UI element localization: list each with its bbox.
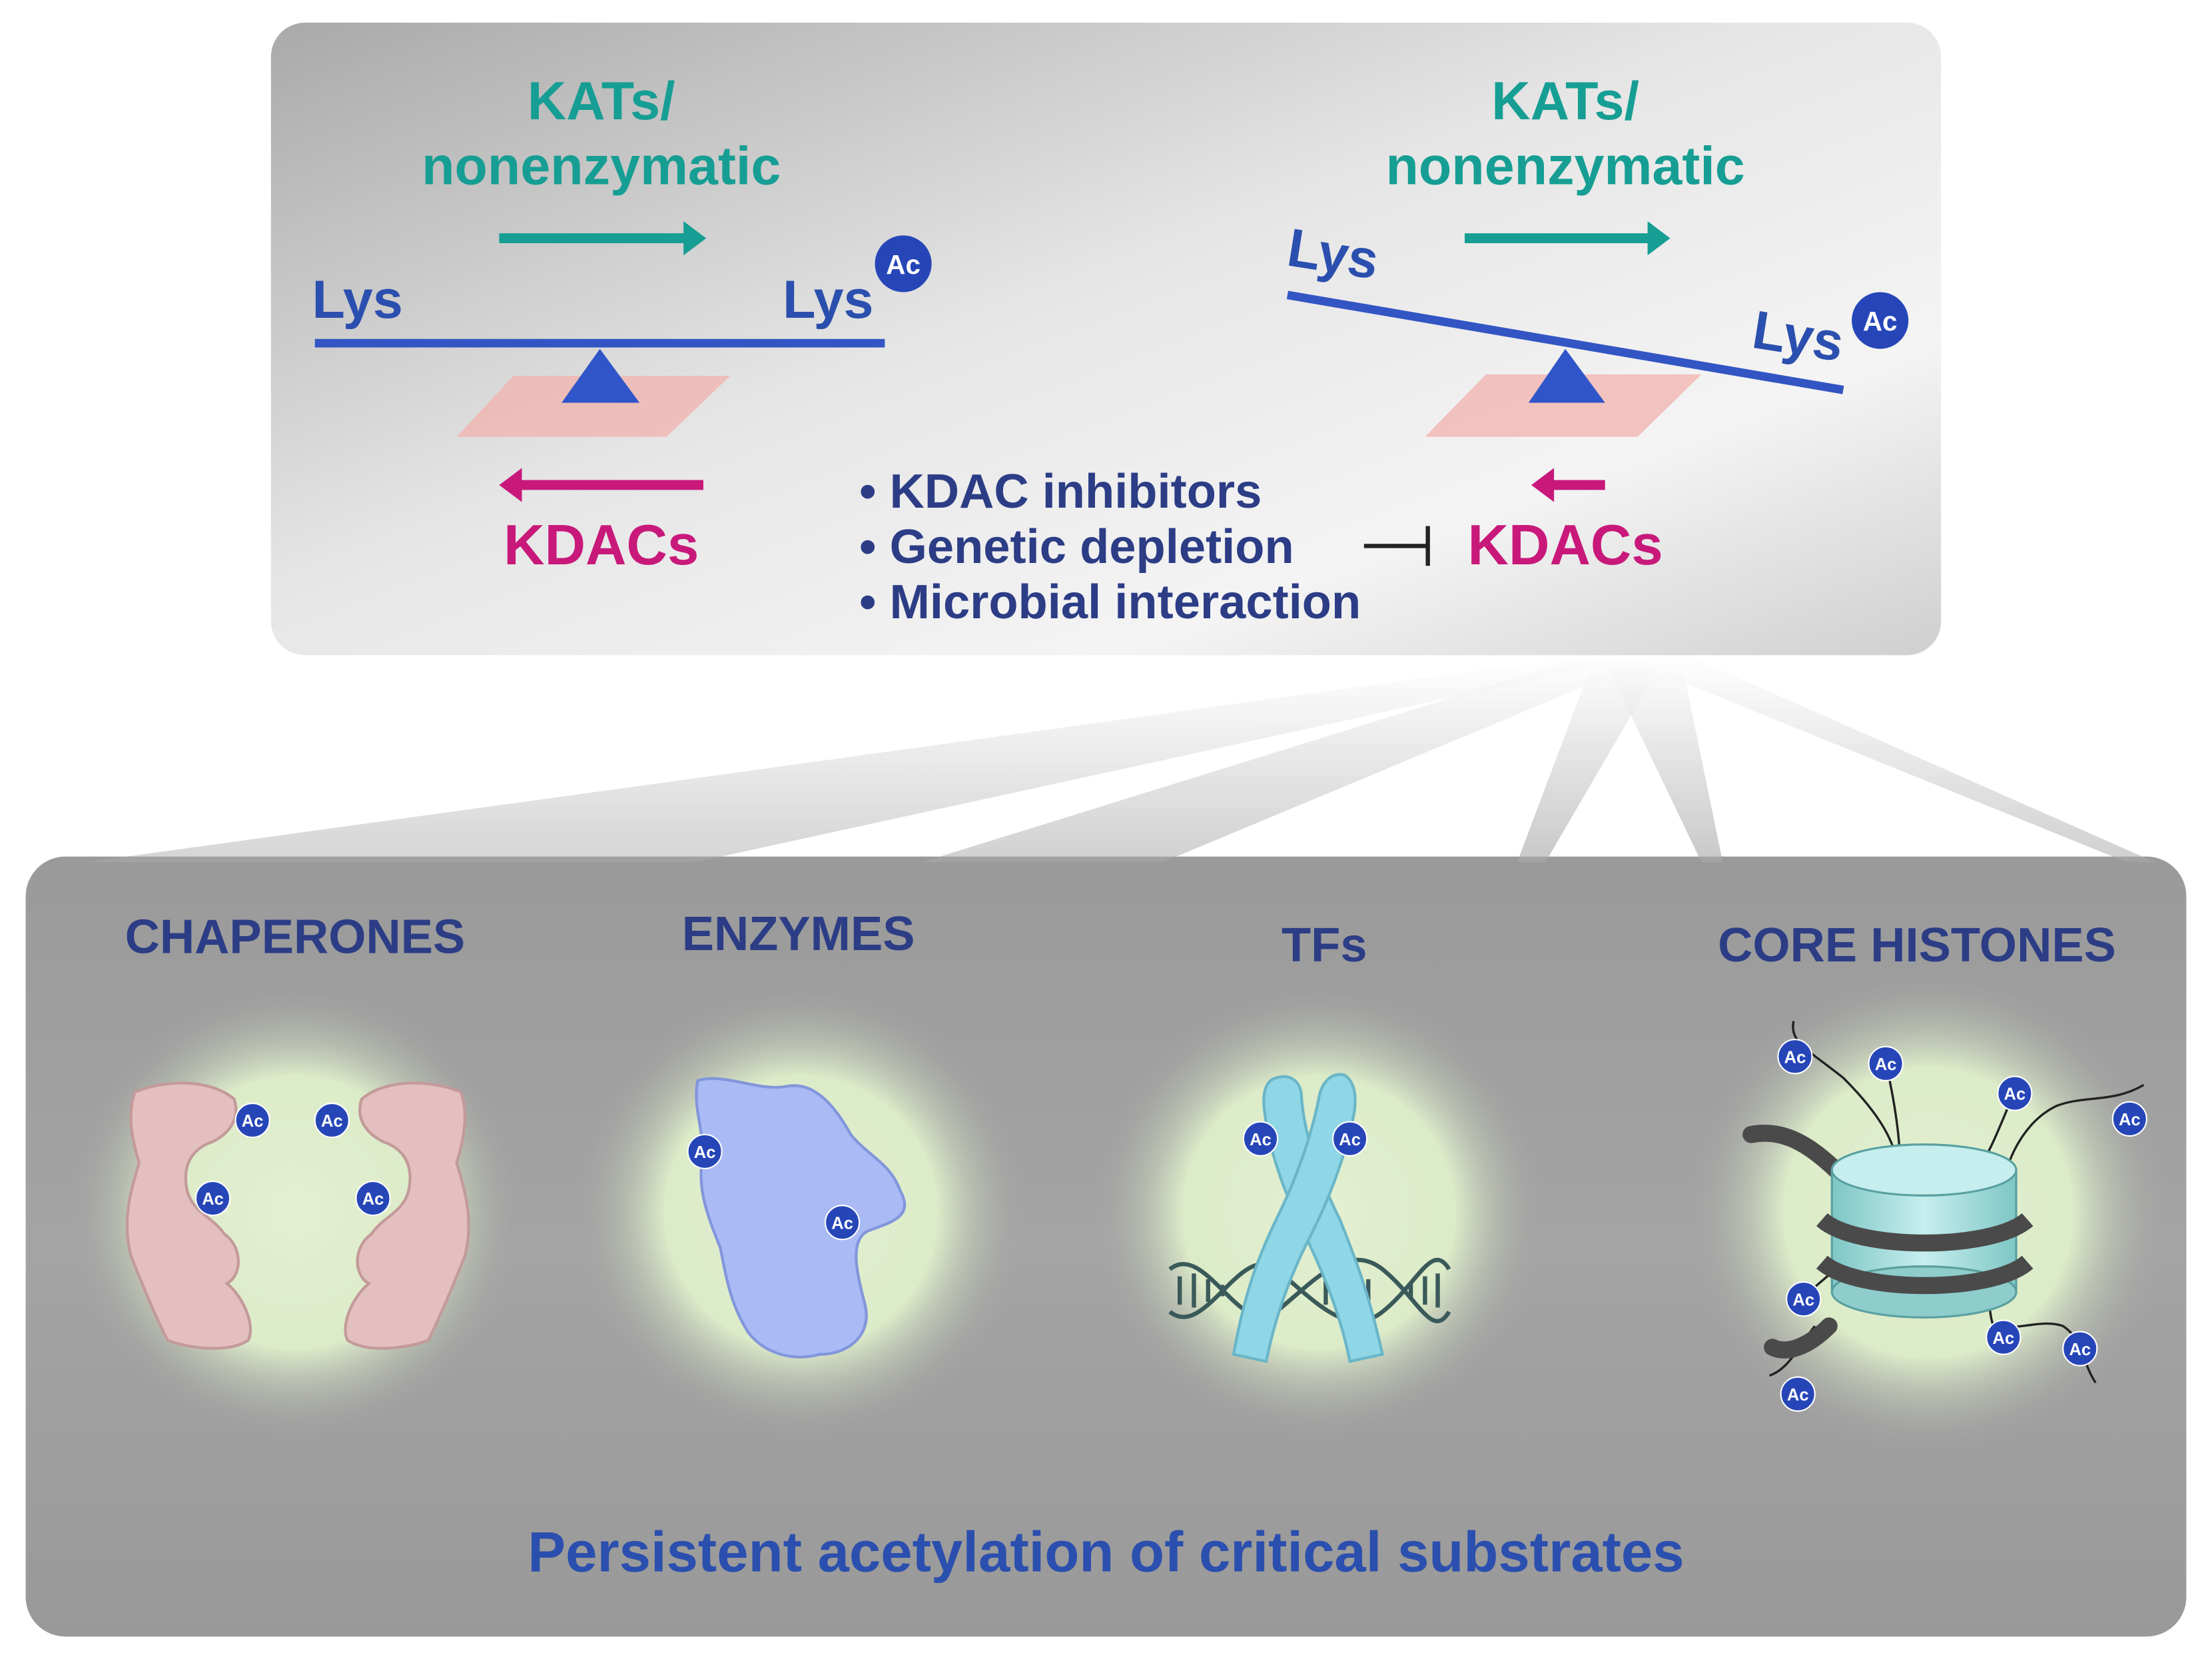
right-forward-arrowhead	[1647, 221, 1670, 256]
right-ac-badge	[1852, 292, 1909, 349]
right-nonenzymatic-label: nonenzymatic	[1386, 137, 1745, 197]
left-kdacs-label: KDACs	[504, 514, 699, 577]
histone-ac-badge-text: Ac	[1787, 1386, 1809, 1404]
left-forward-arrowhead	[683, 221, 707, 256]
tf-ac-badge	[1332, 1121, 1368, 1157]
right-fulcrum	[1528, 348, 1605, 403]
chaperone-ac-badge	[355, 1181, 391, 1217]
chaperone-icon	[125, 1081, 470, 1350]
right-balance-shadow	[1425, 374, 1702, 437]
histone-ac-badge-text: Ac	[2119, 1111, 2141, 1129]
chaperone-ac-badge	[194, 1181, 231, 1217]
right-ac-badge-text: Ac	[1863, 306, 1898, 336]
left-lys-label: Lys	[312, 270, 403, 330]
chaperone-ac-badge-text: Ac	[202, 1190, 224, 1209]
chaperones-title: CHAPERONES	[125, 909, 466, 963]
enzyme-ac-badge-text: Ac	[831, 1214, 853, 1233]
chaperone-ac-badge-text: Ac	[321, 1112, 343, 1131]
histone-ac-badge-text: Ac	[2069, 1341, 2091, 1359]
bullet-genetic-depletion: • Genetic depletion	[859, 520, 1294, 574]
left-kats-label: KATs/	[528, 71, 675, 131]
histone-ac-badge	[2111, 1101, 2147, 1137]
left-balance-shadow	[456, 376, 731, 437]
chaperone-ac-badge-text: Ac	[242, 1112, 264, 1131]
histone-ac-badge	[1786, 1281, 1822, 1317]
right-reverse-arrowhead	[1531, 468, 1555, 502]
tf-ac-badge-text: Ac	[1339, 1131, 1361, 1149]
left-ac-badge	[875, 235, 932, 292]
chaperone-ac-badge	[314, 1102, 350, 1139]
enzymes-title: ENZYMES	[682, 907, 915, 961]
persistent-acetylation-caption: Persistent acetylation of critical subst…	[528, 1520, 1684, 1584]
light-rays	[85, 655, 2155, 863]
left-ac-badge-text: Ac	[886, 249, 921, 280]
left-reverse-arrowhead	[499, 468, 522, 502]
histone-ac-badge-text: Ac	[1875, 1055, 1897, 1074]
right-kdacs-label: KDACs	[1468, 514, 1663, 577]
histone-ac-badge	[2062, 1331, 2098, 1367]
enzyme-ac-badge	[824, 1205, 861, 1241]
left-lys-ac-label: Lys	[783, 270, 873, 330]
tf-ac-badge-text: Ac	[1250, 1131, 1272, 1149]
core-histones-title: CORE HISTONES	[1718, 918, 2116, 972]
top-panel	[270, 23, 1942, 656]
enzyme-ac-badge-text: Ac	[694, 1143, 716, 1162]
histone-ac-badge	[1780, 1376, 1816, 1412]
histone-ac-badge	[1777, 1039, 1813, 1075]
bullet-microbial-interaction: • Microbial interaction	[859, 575, 1361, 629]
right-balance-beam	[1286, 290, 1844, 394]
chaperone-ac-badge-text: Ac	[362, 1190, 384, 1209]
bullet-kdac-inhibitors: • KDAC inhibitors	[859, 464, 1262, 518]
enzyme-ac-badge	[687, 1133, 723, 1169]
intervention-list: • KDAC inhibitors • Genetic depletion • …	[859, 464, 1430, 629]
histone-ac-badge-text: Ac	[2004, 1085, 2026, 1104]
nucleosome-icon	[1742, 1021, 2145, 1384]
enzyme-icon	[695, 1077, 907, 1359]
histone-ac-badge-text: Ac	[1993, 1329, 2015, 1348]
histone-ac-badge	[1997, 1075, 2033, 1111]
left-balance: KATs/ nonenzymatic Lys Lys Ac KDACs	[312, 71, 932, 577]
right-balance: KATs/ nonenzymatic Lys Lys Ac KDACs	[1284, 71, 1909, 577]
chaperone-ac-badge	[234, 1102, 270, 1139]
left-fulcrum	[561, 348, 640, 403]
histone-ac-badge	[1868, 1045, 1904, 1082]
left-nonenzymatic-label: nonenzymatic	[422, 137, 781, 197]
tfs-title: TFs	[1282, 918, 1367, 972]
histone-ac-badge-text: Ac	[1792, 1291, 1814, 1309]
right-lys-ac-label: Lys	[1748, 300, 1848, 373]
tf-ac-badge	[1242, 1121, 1279, 1157]
histone-ac-badge	[1986, 1319, 2022, 1355]
right-lys-label: Lys	[1284, 218, 1383, 291]
right-kats-label: KATs/	[1491, 71, 1639, 131]
histone-ac-badge-text: Ac	[1784, 1048, 1806, 1067]
